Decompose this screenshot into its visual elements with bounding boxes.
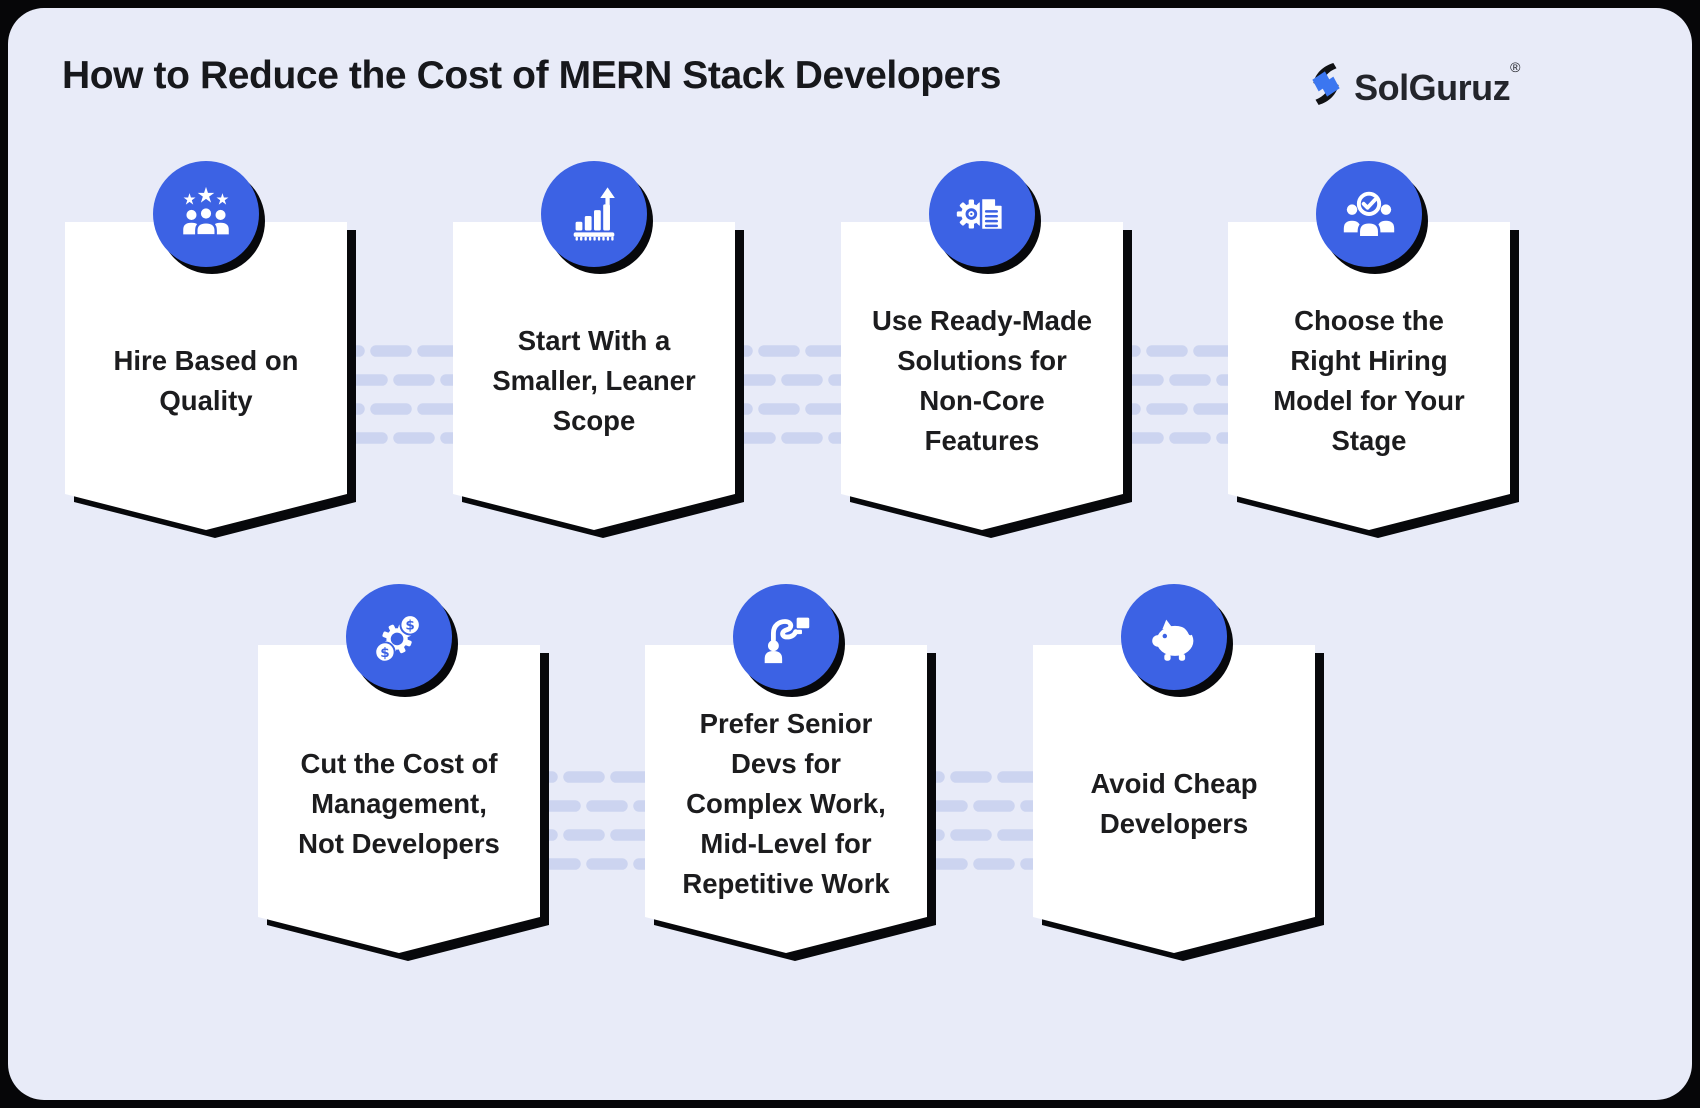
card-label: Use Ready-Made Solutions for Non-Core Fe… <box>871 305 1093 456</box>
card-label: Avoid Cheap Developers <box>1090 768 1258 839</box>
solguruz-logo: SolGuruz® <box>1305 54 1520 114</box>
card-icon-badge <box>1121 584 1233 697</box>
card-icon-badge <box>1316 161 1428 274</box>
card-icon-badge <box>929 161 1041 274</box>
growth-chart-icon <box>541 161 647 267</box>
dashed-connector <box>711 340 865 444</box>
card-icon-badge <box>541 161 653 274</box>
solguruz-logo-text: SolGuruz® <box>1354 59 1520 108</box>
card-label: Cut the Cost of Management, Not Develope… <box>298 748 500 859</box>
card-icon-badge: $ $ <box>346 584 458 697</box>
dashed-connector <box>1099 340 1253 444</box>
card-icon-badge <box>733 584 845 697</box>
registered-mark: ® <box>1510 59 1520 75</box>
dev-connection-icon <box>733 584 839 690</box>
card-label: Start With a Smaller, Leaner Scope <box>492 325 696 436</box>
card-ready-made-solutions: Use Ready-Made Solutions for Non-Core Fe… <box>841 161 1123 530</box>
team-stars-icon <box>153 161 259 267</box>
card-smaller-leaner-scope: Start With a Smaller, Leaner Scope <box>453 161 735 530</box>
card-label: Prefer Senior Devs for Complex Work, Mid… <box>682 708 890 899</box>
svg-text:$: $ <box>405 618 414 634</box>
card-label: Choose the Right Hiring Model for Your S… <box>1273 305 1465 456</box>
card-cut-management-cost: Cut the Cost of Management, Not Develope… <box>258 584 540 953</box>
infographic-panel: How to Reduce the Cost of MERN Stack Dev… <box>8 8 1692 1100</box>
card-label: Hire Based on Quality <box>113 345 299 416</box>
card-senior-vs-midlevel: Prefer Senior Devs for Complex Work, Mid… <box>645 584 927 953</box>
dashed-connector <box>516 766 670 870</box>
card-avoid-cheap-developers: Avoid Cheap Developers <box>1033 584 1315 953</box>
dashed-connector <box>323 340 477 444</box>
card-hire-based-on-quality: Hire Based on Quality <box>65 161 347 530</box>
team-check-icon <box>1316 161 1422 267</box>
card-right-hiring-model: Choose the Right Hiring Model for Your S… <box>1228 161 1510 530</box>
svg-text:$: $ <box>380 645 389 661</box>
solguruz-logo-icon <box>1305 61 1347 107</box>
piggy-bank-icon <box>1121 584 1227 690</box>
card-icon-badge <box>153 161 265 274</box>
dashed-connector <box>903 766 1057 870</box>
gear-dollar-icon: $ $ <box>346 584 452 690</box>
page-title: How to Reduce the Cost of MERN Stack Dev… <box>62 54 1002 97</box>
gear-document-icon <box>929 161 1035 267</box>
